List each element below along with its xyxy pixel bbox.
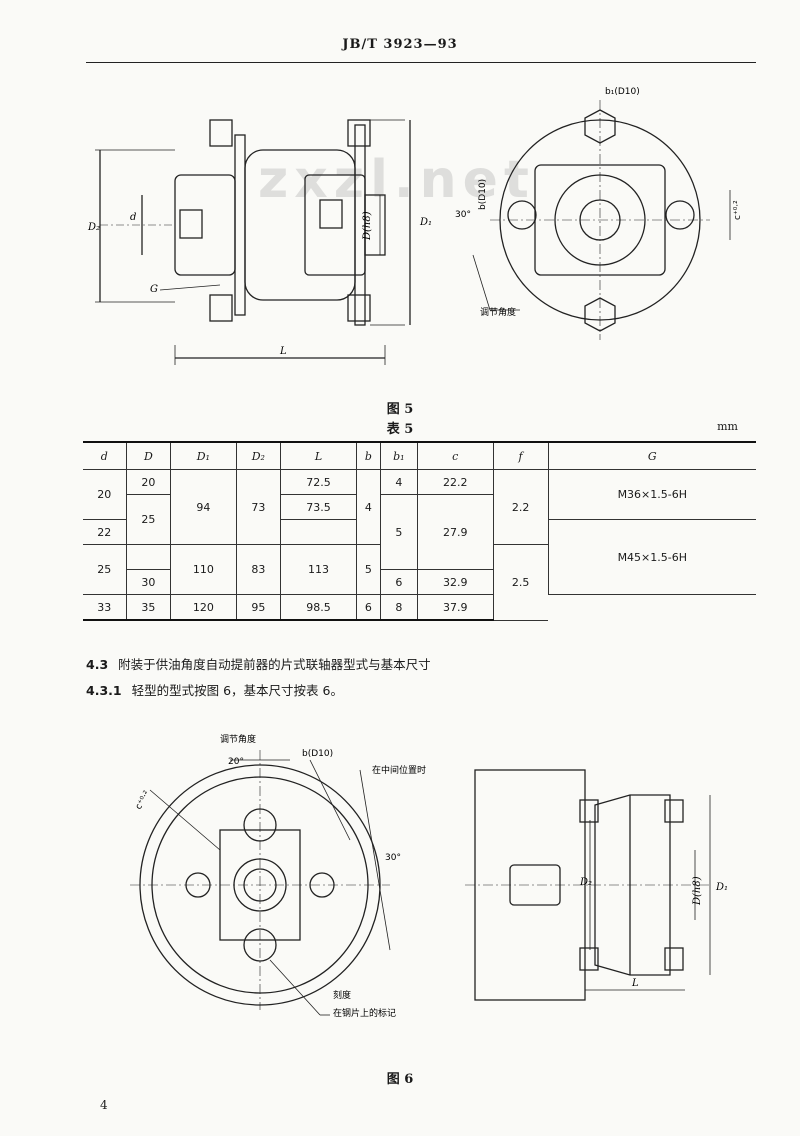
fig6-label-score: 刻度 bbox=[333, 989, 351, 1001]
cell-D2: 73 bbox=[235, 469, 282, 545]
fig6-label-adjust: 调节角度 bbox=[220, 733, 256, 745]
bolt-top-right bbox=[347, 119, 371, 147]
col-header: f bbox=[492, 441, 549, 470]
figure-6-caption: 图 6 bbox=[386, 1072, 414, 1087]
cell-D: 30 bbox=[126, 569, 172, 595]
bolt-bottom-left bbox=[209, 294, 233, 322]
cell-f: 2.2 bbox=[492, 469, 549, 545]
cell-L-empty bbox=[280, 519, 357, 545]
fig5-label-D-h8: D(h8) bbox=[362, 211, 373, 241]
fig6-label-L: L bbox=[631, 978, 639, 989]
fig5-label-D2: D₂ bbox=[87, 222, 100, 233]
table-5-title: 表 5 bbox=[386, 422, 414, 437]
cell-b1: 6 bbox=[379, 569, 418, 595]
section-number: 4.3.1 bbox=[86, 683, 122, 698]
col-header: D₂ bbox=[235, 441, 282, 470]
cell-L: 113 bbox=[280, 544, 357, 595]
bolt-bottom-right bbox=[347, 294, 371, 322]
bolt-mid-left bbox=[179, 209, 203, 239]
cell-G: M36×1.5-6H bbox=[547, 469, 756, 520]
header-rule bbox=[86, 62, 756, 63]
fig6-label-c: c⁺⁰·² bbox=[134, 789, 153, 811]
fig5-label-G: G bbox=[150, 284, 158, 295]
col-header: b₁ bbox=[379, 441, 418, 470]
bolt-mid-right bbox=[319, 199, 343, 229]
left-flange-plate bbox=[234, 134, 246, 316]
figure-5-drawing: D₂ d G D(h8) D₁ L b₁(D10) b(D10) 30° c⁺⁰… bbox=[80, 80, 760, 380]
cell-c: 27.9 bbox=[416, 494, 494, 570]
coupling-body bbox=[244, 149, 356, 301]
cell-b: 5 bbox=[355, 544, 381, 595]
col-header: L bbox=[280, 441, 357, 470]
cell-D: 20 bbox=[125, 469, 172, 495]
table-unit: mm bbox=[717, 420, 738, 433]
cell-b1: 8 bbox=[379, 594, 418, 621]
fig6-label-mark: 在钢片上的标记 bbox=[333, 1007, 396, 1019]
watermark: zxzl.net bbox=[258, 150, 535, 210]
fig5-label-angle30: 30° bbox=[455, 210, 471, 220]
fig6-label-D-h8: D(h8) bbox=[692, 876, 703, 906]
right-hub bbox=[304, 174, 366, 276]
fig5-label-c: c⁺⁰·² bbox=[733, 200, 743, 220]
fig5-label-b: b(D10) bbox=[478, 179, 488, 210]
fig6-label-mid: 在中间位置时 bbox=[372, 764, 426, 776]
fig5-label-adjust: 调节角度 bbox=[480, 306, 516, 318]
col-header: b bbox=[355, 441, 381, 470]
cell-D-empty bbox=[125, 544, 172, 570]
cell-G: M45×1.5-6H bbox=[547, 519, 756, 595]
col-header: c bbox=[416, 441, 494, 470]
section-text: 轻型的型式按图 6，基本尺寸按表 6。 bbox=[131, 683, 343, 698]
cell-L: 72.5 bbox=[280, 469, 357, 495]
fig5-label-L: L bbox=[279, 346, 287, 357]
figure-5-caption: 图 5 bbox=[386, 402, 414, 417]
cell-D: 25 bbox=[126, 494, 172, 545]
col-header: d bbox=[83, 441, 127, 470]
cell-D2: 83 bbox=[235, 544, 282, 595]
fig6-label-b: b(D10) bbox=[302, 749, 333, 759]
cell-D: 35 bbox=[125, 594, 172, 621]
cell-b: 4 bbox=[355, 469, 381, 545]
cell-b: 6 bbox=[355, 594, 381, 621]
end-bolt-right bbox=[665, 200, 695, 230]
cell-D1: 120 bbox=[170, 594, 237, 621]
cell-L: 73.5 bbox=[280, 494, 357, 520]
fig5-label-D1: D₁ bbox=[419, 217, 432, 228]
cell-d: 33 bbox=[83, 594, 127, 621]
bolt-top-left bbox=[209, 119, 233, 147]
fig5-label-d: d bbox=[130, 212, 136, 223]
left-hub bbox=[174, 174, 236, 276]
shaft-stub bbox=[509, 864, 561, 906]
fig6-label-D1: D₁ bbox=[715, 882, 728, 893]
col-header: D bbox=[125, 441, 172, 470]
section-4-3-1: 4.3.1 轻型的型式按图 6，基本尺寸按表 6。 bbox=[86, 680, 343, 699]
col-header: D₁ bbox=[170, 441, 237, 470]
cell-d: 20 bbox=[83, 469, 127, 520]
cell-c: 22.2 bbox=[416, 469, 494, 495]
fig6-label-angle20: 20° bbox=[228, 757, 244, 767]
cell-f: 2.5 bbox=[492, 544, 549, 621]
fig6-label-angle30: 30° bbox=[385, 853, 401, 863]
cell-d: 22 bbox=[83, 519, 127, 545]
document-header: JB/T 3923—93 bbox=[342, 37, 458, 52]
col-header: G bbox=[547, 441, 756, 470]
cell-L: 98.5 bbox=[280, 594, 357, 621]
table-5: d D D₁ D₂ L b b₁ c f G 20 20 94 73 72.5 … bbox=[83, 441, 756, 621]
section-number: 4.3 bbox=[86, 657, 109, 672]
section-text: 附装于供油角度自动提前器的片式联轴器型式与基本尺寸 bbox=[118, 657, 431, 672]
fig6-label-D2: D₂ bbox=[579, 877, 592, 888]
end-bolt-left bbox=[507, 200, 537, 230]
figure-6-drawing: 调节角度 20° b(D10) 在中间位置时 c⁺⁰·² 30° 刻度 在钢片上… bbox=[110, 720, 750, 1040]
fig5-label-b1: b₁(D10) bbox=[605, 87, 640, 97]
page-number: 4 bbox=[100, 1098, 108, 1112]
cell-b1: 5 bbox=[379, 494, 418, 570]
cell-D1: 110 bbox=[170, 544, 237, 595]
cell-D2: 95 bbox=[235, 594, 282, 621]
cell-c: 32.9 bbox=[416, 569, 494, 595]
right-stub bbox=[364, 194, 386, 256]
section-4-3: 4.3 附装于供油角度自动提前器的片式联轴器型式与基本尺寸 bbox=[86, 654, 431, 673]
cell-c: 37.9 bbox=[416, 594, 494, 621]
cell-d: 25 bbox=[83, 544, 127, 595]
cell-D1: 94 bbox=[170, 469, 237, 545]
cell-b1: 4 bbox=[379, 469, 418, 495]
